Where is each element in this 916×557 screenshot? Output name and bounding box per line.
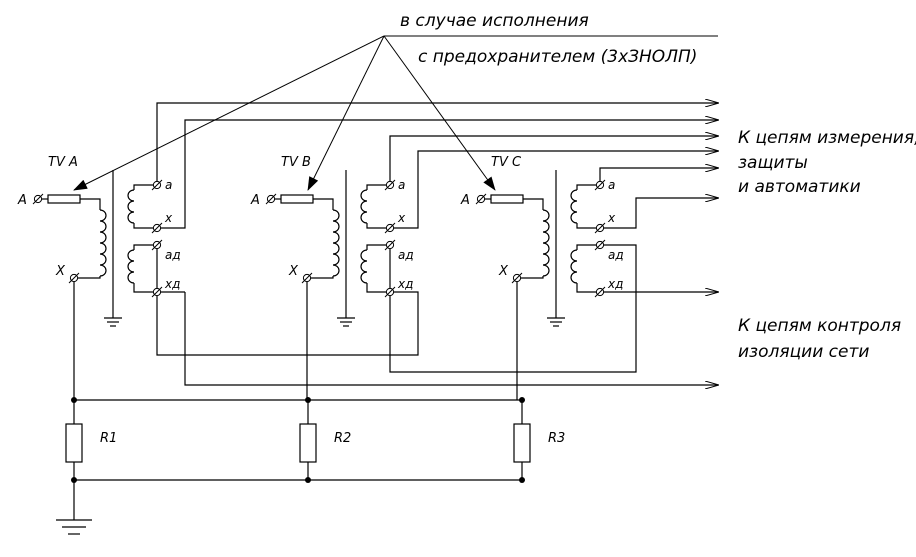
delta-link-bc [389, 244, 637, 373]
primary-end-label: X [498, 264, 509, 279]
secondary-x-label: x [164, 211, 173, 225]
primary-start-label: A [250, 193, 260, 208]
output-buses [156, 103, 718, 385]
annotation-arrow-a [73, 35, 385, 191]
resistor-label: R3 [548, 431, 565, 446]
primary-start-label: A [17, 193, 27, 208]
bus-b-phase-a [389, 136, 718, 185]
fuse [280, 194, 314, 204]
annotation-arrow-b [307, 35, 385, 191]
resistor-1: R1 [65, 397, 117, 483]
primary-end-label: X [55, 264, 66, 279]
annotation-line1: в случае исполнения [400, 11, 589, 31]
secondary-a-label: a [398, 178, 405, 192]
bus-delta-bottom [184, 292, 718, 385]
tertiary-a-label: aд [608, 248, 624, 262]
bus-c-phase-a [599, 168, 718, 185]
resistor-label: R1 [100, 431, 117, 446]
fuse [490, 194, 524, 204]
tertiary-a-label: aд [165, 248, 181, 262]
secondary-a-label: a [165, 178, 172, 192]
bus-a-phase-x [157, 120, 718, 229]
annotation-line2: с предохранителем (3хЗНОЛП) [418, 47, 697, 67]
resistor-network [56, 399, 522, 535]
transformer-2: TV B A Xa x aд xд [250, 155, 414, 400]
annotation-arrow-c [383, 35, 496, 191]
transformer-3: TV C A Xa x aд xд [460, 155, 624, 400]
measure-label-2: защиты [738, 153, 808, 173]
resistor-label: R2 [334, 431, 351, 446]
tertiary-x-label: xд [607, 277, 623, 291]
delta-link-ab [156, 245, 419, 356]
insulation-label-1: К цепям контроля [738, 316, 901, 336]
tertiary-a-label: aд [398, 248, 414, 262]
transformer-name: TV C [491, 155, 522, 170]
transformer-name: TV A [48, 155, 78, 170]
bus-b-phase-x [390, 151, 718, 229]
bus-a-phase-a [156, 103, 718, 185]
measure-label-1: К цепям измерения, [738, 128, 916, 148]
resistor-2: R2 [299, 397, 351, 483]
tertiary-x-label: xд [164, 277, 180, 291]
secondary-x-label: x [607, 211, 616, 225]
bus-c-phase-x [600, 198, 718, 229]
measure-label-3: и автоматики [738, 177, 861, 197]
secondary-a-label: a [608, 178, 615, 192]
transformer-1: TV A A Xa x aд xд [17, 155, 181, 400]
insulation-label-2: изоляции сети [738, 342, 869, 362]
output-labels: К цепям измерения, защиты и автоматики К… [738, 128, 916, 362]
resistor-3: R3 [513, 397, 565, 483]
fuse-annotation: в случае исполнения с предохранителем (3… [73, 11, 718, 191]
fuse [47, 194, 81, 204]
primary-start-label: A [460, 193, 470, 208]
primary-end-label: X [288, 264, 299, 279]
secondary-x-label: x [397, 211, 406, 225]
transformer-name: TV B [281, 155, 311, 170]
tertiary-x-label: xд [397, 277, 413, 291]
